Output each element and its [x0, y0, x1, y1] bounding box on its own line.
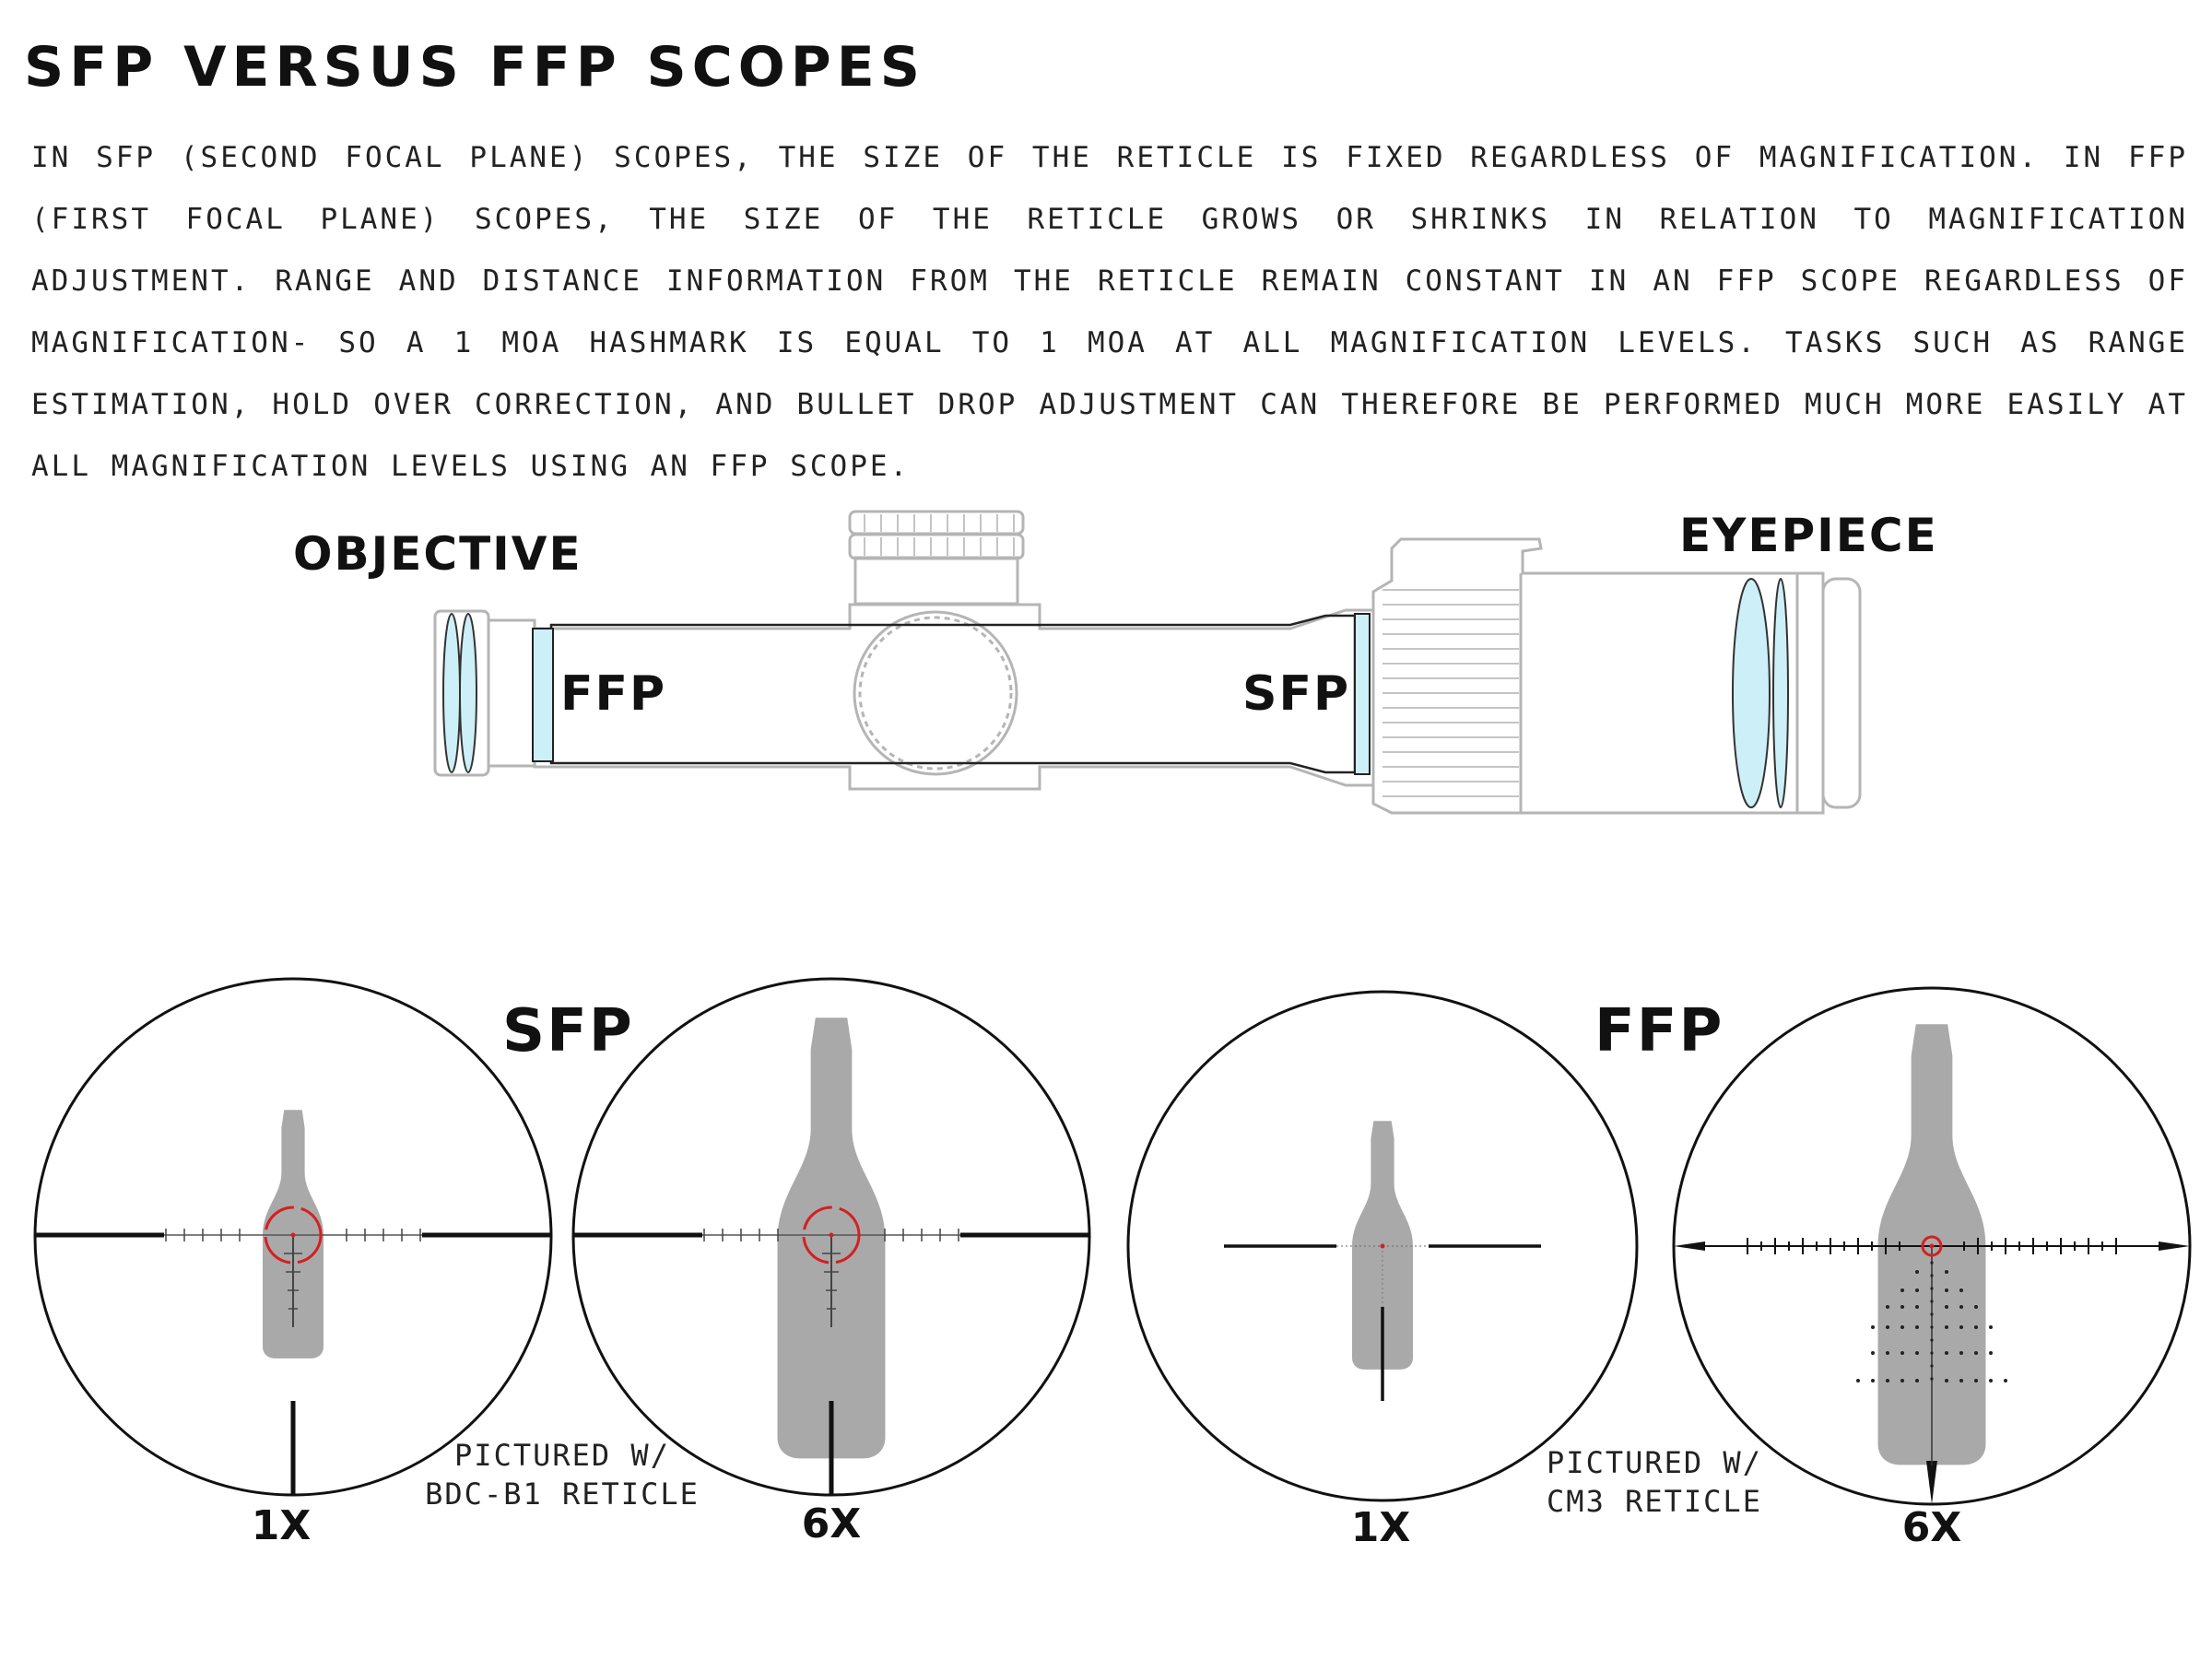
- eyepiece-label: EYEPIECE: [1679, 509, 1938, 562]
- objective-ring: [487, 618, 536, 768]
- ffp-caption-line2: CM3 RETICLE: [1547, 1484, 1762, 1519]
- reticle-center-dot: [290, 1232, 296, 1238]
- eyepiece-lens-2: [1772, 578, 1789, 808]
- reticle-holdover-dots: [1856, 1261, 2007, 1382]
- reticle-red-ring: [1921, 1235, 1943, 1257]
- ffp-6x-view: [1672, 986, 2192, 1506]
- eyepiece-lens-1: [1732, 578, 1771, 808]
- objective-lens-2: [459, 613, 477, 773]
- sfp-1x-label: 1X: [252, 1502, 312, 1549]
- turret-knurl-upper: [848, 510, 1025, 535]
- parallax-knob-knurl: [858, 616, 1013, 771]
- reticle-hash-marks: [1747, 1238, 2117, 1254]
- reticle-center-dot: [1380, 1243, 1385, 1249]
- sfp-caption-line2: BDC-B1 RETICLE: [425, 1477, 700, 1512]
- objective-label: OBJECTIVE: [293, 527, 582, 581]
- sfp-caption-line1: PICTURED W/: [454, 1438, 670, 1473]
- scope-side-view: [433, 510, 1862, 815]
- page-title: SFP VERSUS FFP SCOPES: [24, 35, 925, 100]
- erector-tube: [549, 614, 1357, 774]
- objective-lens-1: [442, 613, 461, 773]
- eyepiece-rim: [1795, 571, 1825, 815]
- reticle-hash-marks: [165, 1229, 421, 1310]
- diopter-ring: [1821, 577, 1862, 809]
- ffp-caption-line1: PICTURED W/: [1547, 1445, 1762, 1480]
- sfp-6x-view: [571, 977, 1091, 1497]
- ffp-glass: [532, 628, 554, 762]
- sfp-1x-view: [33, 977, 553, 1497]
- parallax-knob: [853, 610, 1018, 776]
- sfp-6x-label: 6X: [802, 1500, 862, 1547]
- sfp-glass: [1354, 613, 1371, 775]
- magnification-ring: [1371, 537, 1799, 815]
- scope-knurl-lines: [864, 514, 1519, 797]
- ffp-6x-label: 6X: [1902, 1504, 1962, 1551]
- ffp-heading: FFP: [1594, 997, 1724, 1065]
- turret-base: [853, 556, 1019, 606]
- scope-view-circle: [1126, 990, 1639, 1502]
- sfp-plane-label: SFP: [1242, 666, 1350, 722]
- reticle-center-dot: [829, 1232, 834, 1238]
- reticle-hash-marks: [703, 1229, 959, 1310]
- ffp-plane-label: FFP: [560, 666, 666, 722]
- ffp-1x-label: 1X: [1351, 1504, 1411, 1551]
- reticle-red-ring: [264, 1206, 323, 1265]
- sfp-heading: SFP: [502, 997, 634, 1065]
- reticle-red-ring: [802, 1206, 861, 1265]
- intro-paragraph: IN SFP (SECOND FOCAL PLANE) SCOPES, THE …: [31, 141, 2188, 483]
- reticle-center-dot: [1929, 1243, 1935, 1249]
- ffp-1x-view: [1126, 990, 1639, 1502]
